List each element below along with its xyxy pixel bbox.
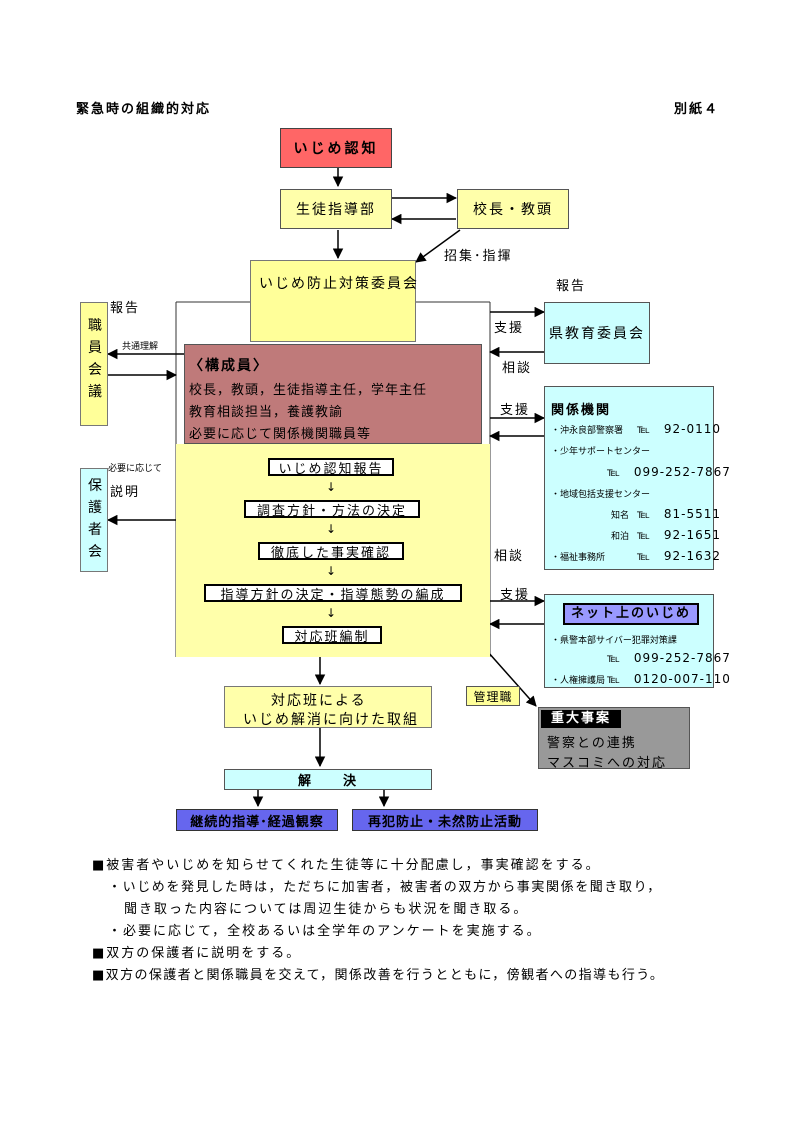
support-label-1: 支援 [494, 321, 525, 336]
note-3: 聞き取った内容については周辺生徒からも状況を聞き取る。 [124, 902, 529, 917]
step-recognition-report: いじめ認知報告 [268, 458, 394, 477]
prefecture-board-box: 県教育委員会 [544, 302, 650, 364]
step-arrow-4: ↓ [326, 606, 337, 620]
agency-tel: ℡ 81-5511 [637, 507, 722, 521]
resolution-label: 解 決 [297, 774, 358, 789]
members-box: 〈構成員〉 校長，教頭，生徒指導主任，学年主任 教育相談担当，養護教諭 必要に応… [184, 344, 482, 444]
response-team-line-2: いじめ解消に向けた取組 [243, 712, 419, 728]
recurrence-prevention-label: 再犯防止・未然防止活動 [367, 814, 522, 830]
serious-case-title: 重大事案 [541, 710, 621, 728]
consult-label-2: 相談 [494, 549, 525, 564]
note-2: ・いじめを発見した時は，ただちに加害者，被害者の双方から事実関係を聞き取り， [108, 880, 662, 895]
common-understanding-label: 共通理解 [122, 342, 159, 352]
resolution-box: 解 決 [224, 769, 432, 790]
step-fact-check: 徹底した事実確認 [258, 542, 404, 561]
agency-tel: ℡ 92-0110 [637, 422, 722, 436]
staff-meeting-label: 職 員 会 議 [88, 318, 102, 400]
if-needed-label: 必要に応じて [108, 464, 163, 474]
gather-command-label: 招集･指揮 [444, 249, 513, 264]
agency-name: 知名 [611, 511, 630, 521]
agencies-title: 関係機関 [551, 403, 612, 418]
step-team-formation: 対応班編制 [282, 626, 382, 645]
prefecture-board-label: 県教育委員会 [549, 326, 645, 342]
serious-case-line-2: マスコミへの対応 [547, 756, 668, 771]
net-bullying-box: ネット上のいじめ ・県警本部サイバー犯罪対策課 ℡ 099-252-7867 ・… [544, 594, 730, 688]
step-arrow-2: ↓ [326, 522, 337, 536]
step-arrow-3: ↓ [326, 564, 337, 578]
agency-tel: ℡ 92-1651 [637, 528, 722, 542]
agency-name: ・沖永良部警察署 [551, 426, 624, 436]
note-4: ・必要に応じて，全校あるいは全学年のアンケートを実施する。 [108, 924, 542, 939]
sheet-label: 別紙４ [674, 102, 720, 117]
agency-name: ・福祉事務所 [551, 553, 606, 563]
consult-label-1: 相談 [502, 361, 533, 376]
net-agency-tel: ℡ 099-252-7867 [607, 651, 731, 665]
bullying-recognition-label: いじめ認知 [293, 141, 379, 157]
serious-case-box: 重大事案 警察との連携 マスコミへの対応 [538, 707, 690, 771]
support-label-3: 支援 [500, 588, 531, 603]
members-title: 〈構成員〉 [189, 358, 269, 374]
report-right-label: 報告 [556, 279, 587, 294]
guardian-meeting-box: 保 護 者 会 [80, 468, 108, 572]
principal-label: 校長・教頭 [473, 202, 553, 218]
continued-guidance-label: 継続的指導･経過観察 [190, 814, 324, 830]
explain-label: 説明 [110, 485, 141, 500]
management-label: 管理職 [473, 689, 513, 704]
response-team-box: 対応班による いじめ解消に向けた取組 [224, 686, 432, 728]
members-line-1: 校長，教頭，生徒指導主任，学年主任 [189, 383, 428, 398]
serious-case-line-1: 警察との連携 [547, 736, 637, 751]
note-5: ■双方の保護者に説明をする。 [92, 946, 302, 961]
note-6: ■双方の保護者と関係職員を交えて，関係改善を行うとともに，傍観者への指導も行う。 [92, 968, 665, 983]
agency-name: ・少年サポートセンター [551, 447, 651, 457]
student-guidance-label: 生徒指導部 [296, 202, 376, 218]
student-guidance-box: 生徒指導部 [280, 189, 392, 229]
continued-guidance-box: 継続的指導･経過観察 [176, 809, 338, 831]
management-label-box: 管理職 [466, 686, 520, 706]
guardian-meeting-label: 保 護 者 会 [88, 478, 102, 560]
agency-name: 和泊 [611, 532, 630, 542]
step-guidance-policy: 指導方針の決定・指導態勢の編成 [204, 584, 462, 603]
net-agency-tel: ℡ 0120-007-110 [607, 672, 731, 686]
step-arrow-1: ↓ [326, 480, 337, 494]
net-agency-name: ・県警本部サイバー犯罪対策課 [551, 636, 677, 646]
committee-label: いじめ防止対策委員会 [259, 276, 419, 292]
bullying-recognition-box: いじめ認知 [280, 128, 392, 168]
staff-meeting-box: 職 員 会 議 [80, 302, 108, 426]
recurrence-prevention-box: 再犯防止・未然防止活動 [352, 809, 538, 831]
principal-box: 校長・教頭 [457, 189, 569, 229]
step-investigation-policy: 調査方針・方法の決定 [244, 500, 420, 519]
agency-tel: ℡ 099-252-7867 [607, 465, 731, 479]
note-1: ■被害者やいじめを知らせてくれた生徒等に十分配慮し，事実確認をする。 [92, 858, 601, 873]
committee-box: いじめ防止対策委員会 [250, 260, 419, 342]
support-label-2: 支援 [500, 403, 531, 418]
members-line-3: 必要に応じて関係機関職員等 [189, 427, 372, 442]
agency-tel: ℡ 92-1632 [637, 549, 722, 563]
response-team-line-1: 対応班による [271, 693, 367, 709]
net-bullying-title: ネット上のいじめ [563, 603, 699, 625]
agency-name: ・地域包括支援センター [551, 490, 651, 500]
agencies-box: 関係機関 ・沖永良部警察署 ℡ 92-0110 ・少年サポートセンター ℡ 09… [544, 386, 730, 570]
page-title: 緊急時の組織的対応 [76, 102, 212, 117]
net-agency-name: ・人権擁護局 [551, 676, 606, 686]
members-line-2: 教育相談担当，養護教諭 [189, 405, 344, 420]
report-left-label: 報告 [110, 301, 141, 316]
